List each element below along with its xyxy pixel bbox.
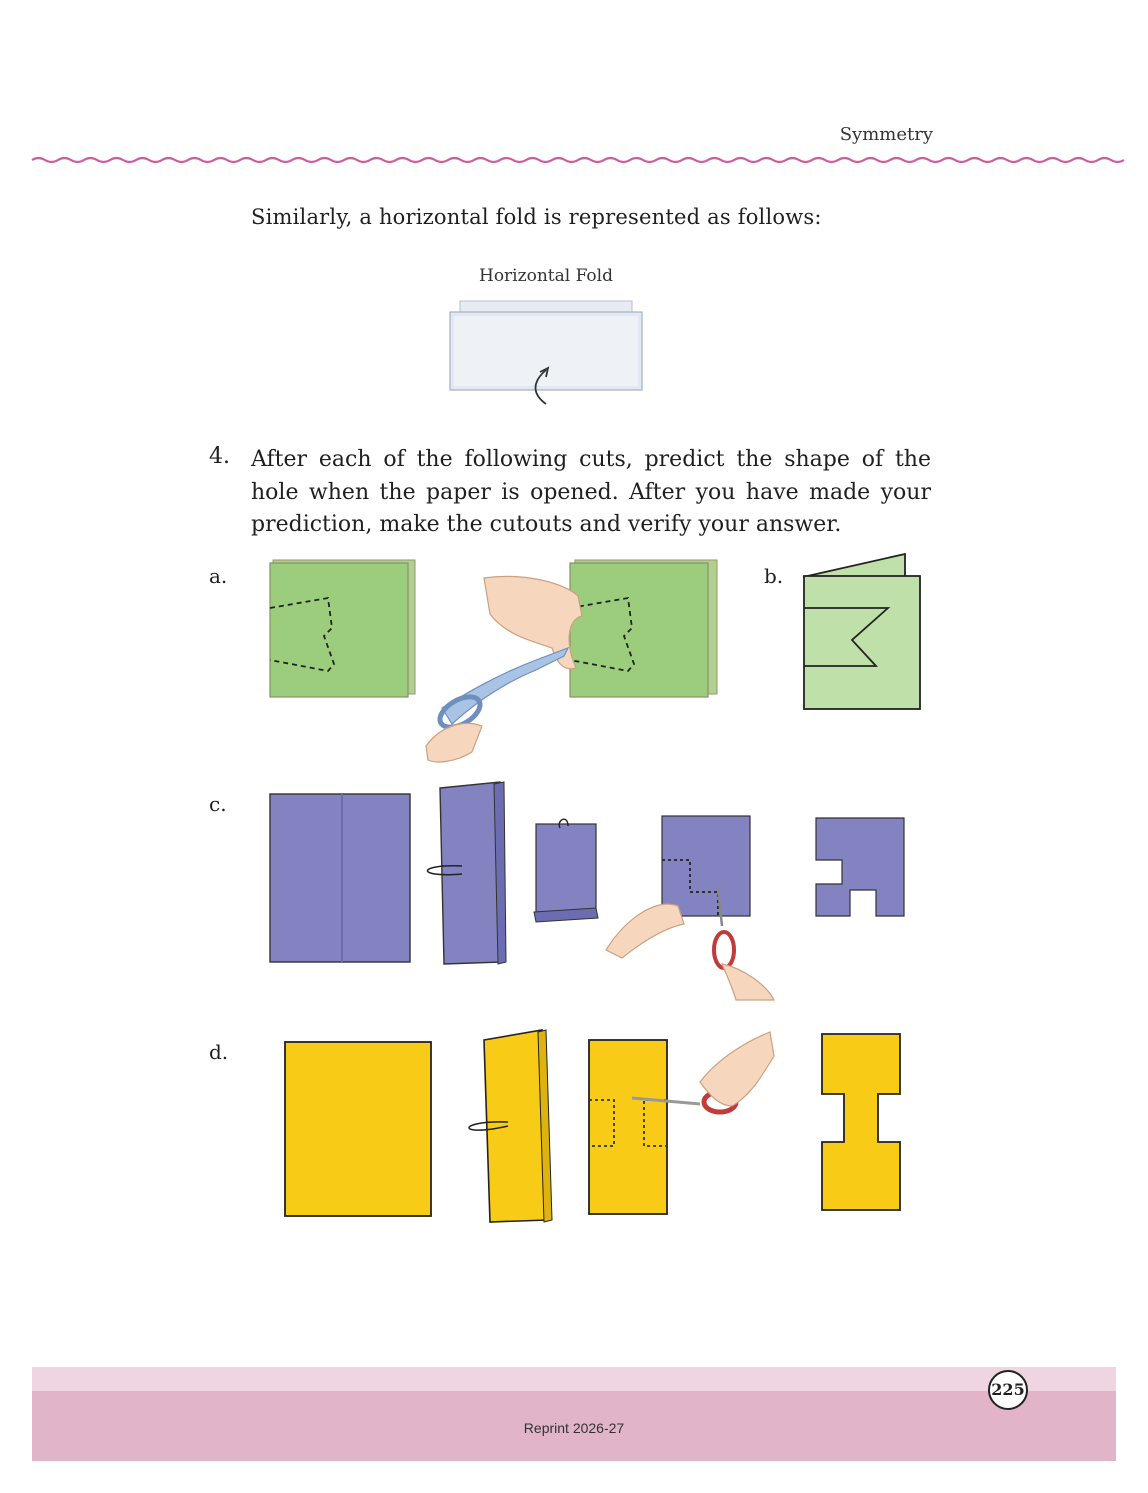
hand-icon — [605, 903, 685, 959]
part-a-illustration — [269, 559, 718, 763]
fold-arrow-icon — [534, 369, 547, 405]
part-b-label: b. — [764, 564, 784, 588]
part-a-label: a. — [209, 564, 228, 588]
horizontal-fold-label: Horizontal Fold — [479, 266, 613, 286]
scissors-icon — [441, 646, 570, 725]
horizontal-fold-illustration — [449, 300, 643, 405]
reprint-notice: Reprint 2026-27 — [523, 1420, 625, 1436]
hand-icon — [699, 1031, 775, 1107]
part-b-illustration — [802, 552, 921, 710]
hand-icon — [483, 575, 583, 670]
footer-band — [32, 1391, 1116, 1461]
question-number: 4. — [209, 444, 230, 469]
part-c-label: c. — [209, 792, 227, 816]
footer-band-light — [32, 1367, 1116, 1391]
page-number-badge: 225 — [988, 1370, 1028, 1410]
wavy-divider — [31, 156, 1125, 164]
rotate-arrow-icon — [427, 865, 463, 876]
rotate-arrow-icon — [468, 1121, 509, 1131]
scissors-icon — [716, 887, 724, 927]
intro-text: Similarly, a horizontal fold is represen… — [251, 205, 822, 229]
chapter-title: Symmetry — [839, 124, 933, 145]
question-text: After each of the following cuts, predic… — [251, 447, 931, 537]
scissors-icon — [631, 1096, 701, 1106]
part-d-label: d. — [209, 1040, 229, 1064]
part-c-illustration — [269, 781, 905, 1001]
part-d-illustration — [284, 1029, 901, 1223]
